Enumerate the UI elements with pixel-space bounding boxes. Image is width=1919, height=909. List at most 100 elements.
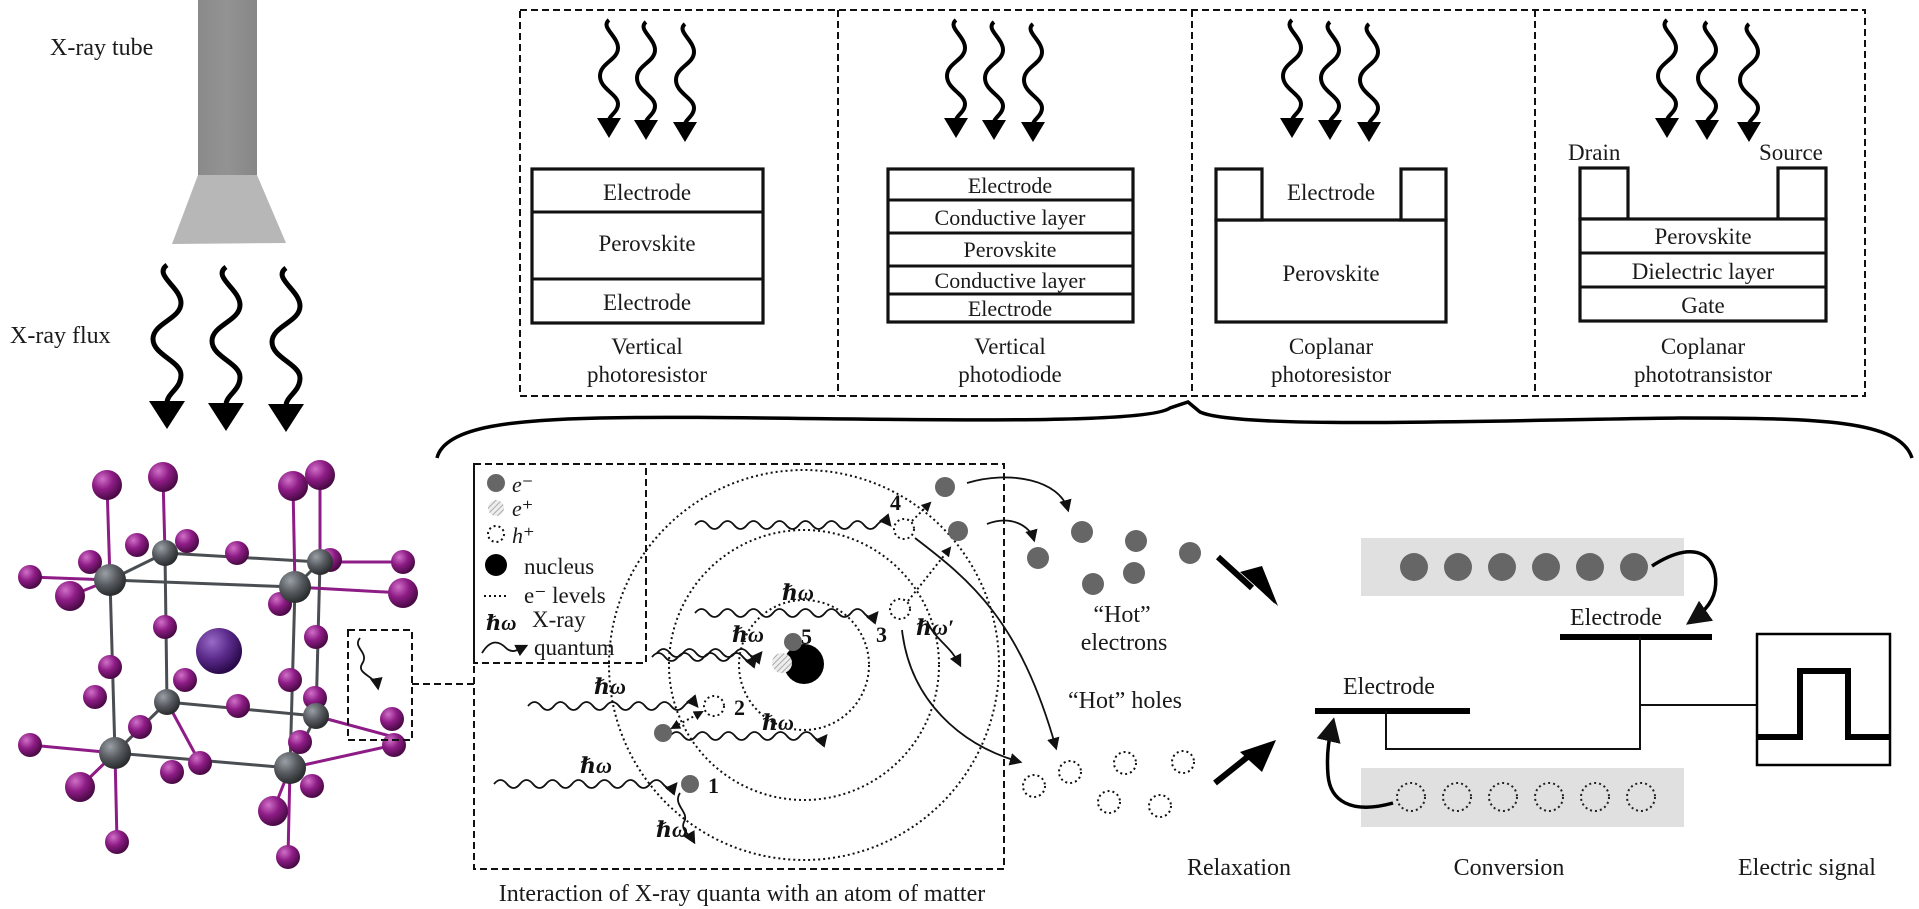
positron bbox=[772, 653, 792, 673]
signal-display bbox=[1755, 632, 1892, 767]
quantum-label: ℏω bbox=[782, 580, 814, 605]
device-title: photoresistor bbox=[587, 362, 707, 387]
legend-electron-label: e⁻ bbox=[512, 472, 533, 497]
process-number: 4 bbox=[890, 490, 901, 515]
iodine-atom bbox=[225, 541, 249, 565]
hot-electron bbox=[1082, 573, 1104, 595]
source-label: Source bbox=[1759, 140, 1823, 165]
lead-atom bbox=[94, 564, 126, 596]
cation-atom bbox=[196, 628, 242, 674]
electron bbox=[654, 724, 672, 742]
layer-label: Perovskite bbox=[1654, 224, 1751, 249]
hot-holes bbox=[1022, 750, 1195, 818]
layer-label: Electrode bbox=[603, 180, 691, 205]
hot-holes-label: “Hot” holes bbox=[1068, 688, 1182, 714]
band-hole bbox=[1580, 782, 1610, 812]
bond bbox=[289, 743, 395, 770]
legend-quantum-label: X-ray bbox=[532, 607, 586, 632]
x-ray-arrows-icon bbox=[942, 18, 1047, 144]
x-ray-quantum-wave bbox=[527, 694, 699, 711]
iodine-atom bbox=[153, 615, 177, 639]
device-vertical-photodiode: Electrode Conductive layer Perovskite Co… bbox=[886, 18, 1135, 387]
legend-hole-label: h⁺ bbox=[512, 523, 535, 548]
legend-positron-icon bbox=[488, 500, 504, 516]
hot-hole bbox=[1058, 760, 1082, 784]
legend-quantum-symbol: ℏω bbox=[486, 611, 516, 635]
iodine-atom bbox=[258, 796, 288, 826]
zoom-region-marker bbox=[347, 629, 474, 741]
electrode-label-bottom: Electrode bbox=[1343, 674, 1435, 700]
iodine-atom bbox=[288, 730, 312, 754]
electron bbox=[948, 521, 968, 541]
iodine-atom bbox=[278, 668, 302, 692]
x-ray-arrows-icon bbox=[1278, 18, 1383, 144]
circuit-wire bbox=[1385, 637, 1641, 750]
band-electron bbox=[1620, 553, 1648, 581]
hot-electron bbox=[1027, 547, 1049, 569]
layer-label: Electrode bbox=[603, 290, 691, 315]
hot-hole bbox=[1113, 751, 1137, 775]
iodine-atom bbox=[125, 533, 149, 557]
quantum-label: ℏω bbox=[580, 753, 612, 778]
iodine-atom bbox=[173, 668, 197, 692]
layer-label: Perovskite bbox=[1282, 261, 1379, 286]
iodine-atom bbox=[388, 578, 418, 608]
band-electron bbox=[1400, 553, 1428, 581]
lead-atom bbox=[307, 549, 333, 575]
bond bbox=[109, 578, 296, 589]
x-ray-quanta bbox=[493, 513, 892, 796]
x-ray-quantum-wave bbox=[656, 648, 763, 665]
hole bbox=[893, 518, 915, 540]
band-hole bbox=[1442, 782, 1472, 812]
device-title: Vertical bbox=[611, 334, 683, 359]
hot-hole bbox=[1022, 774, 1046, 798]
legend-quantum-label: quantum bbox=[534, 635, 615, 660]
layer-label: Perovskite bbox=[598, 231, 695, 256]
quantum-label: ℏω bbox=[656, 817, 688, 842]
legend-nucleus-label: nucleus bbox=[524, 554, 594, 579]
electrode-label-top: Electrode bbox=[1570, 605, 1662, 631]
x-ray-source: X-ray tube X-ray flux bbox=[10, 0, 304, 432]
x-ray-quantum-wave bbox=[694, 608, 879, 625]
layer-label: Electrode bbox=[968, 296, 1052, 321]
band-hole bbox=[1396, 782, 1426, 812]
iodine-atom bbox=[18, 733, 42, 757]
lead-atom bbox=[152, 540, 178, 566]
bond bbox=[294, 585, 404, 595]
hot-electron bbox=[1125, 530, 1147, 552]
iodine-atom bbox=[148, 462, 178, 492]
iodine-atom bbox=[300, 774, 324, 798]
iodine-atom bbox=[278, 471, 308, 501]
hole-band bbox=[1361, 768, 1684, 827]
lead-atom bbox=[279, 571, 311, 603]
hot-electron bbox=[1071, 521, 1093, 543]
process-number: 1 bbox=[708, 773, 719, 798]
hot-electrons-label: electrons bbox=[1081, 630, 1168, 656]
legend-positron-label: e⁺ bbox=[512, 496, 533, 521]
device-title: Coplanar bbox=[1661, 334, 1746, 359]
x-ray-flux-label: X-ray flux bbox=[10, 323, 111, 349]
hot-hole bbox=[1097, 790, 1121, 814]
band-electron bbox=[1532, 553, 1560, 581]
band-electron bbox=[1488, 553, 1516, 581]
device-coplanar-phototransistor: Drain Source Perovskite Dielectric layer… bbox=[1568, 18, 1828, 387]
atom-interaction-panel: e⁻ e⁺ h⁺ nucleus e⁻ levels ℏω X-ray quan… bbox=[473, 463, 1005, 907]
legend-hole-icon bbox=[487, 525, 505, 543]
legend: e⁻ e⁺ h⁺ nucleus e⁻ levels ℏω X-ray quan… bbox=[473, 463, 647, 664]
stage-label-conversion: Conversion bbox=[1454, 855, 1565, 881]
hot-electrons bbox=[1027, 521, 1201, 595]
iodine-atom bbox=[391, 550, 415, 574]
x-ray-tube-collimator bbox=[172, 175, 286, 244]
electric-signal bbox=[1755, 632, 1892, 767]
device-vertical-photoresistor: Electrode Perovskite Electrode Vertical … bbox=[530, 18, 765, 387]
hole bbox=[889, 598, 911, 620]
process-number: 3 bbox=[876, 622, 887, 647]
hot-electrons-label: “Hot” bbox=[1093, 602, 1150, 628]
quantum-label: ℏω bbox=[762, 710, 794, 735]
signal-pulse-icon bbox=[1757, 668, 1890, 740]
relaxation-arrows bbox=[1213, 554, 1278, 786]
quantum-prime-label: ℏω′ bbox=[916, 615, 954, 640]
layer-label: Electrode bbox=[1287, 180, 1375, 205]
legend-levels-label: e⁻ levels bbox=[524, 583, 606, 608]
electron bbox=[784, 633, 802, 651]
